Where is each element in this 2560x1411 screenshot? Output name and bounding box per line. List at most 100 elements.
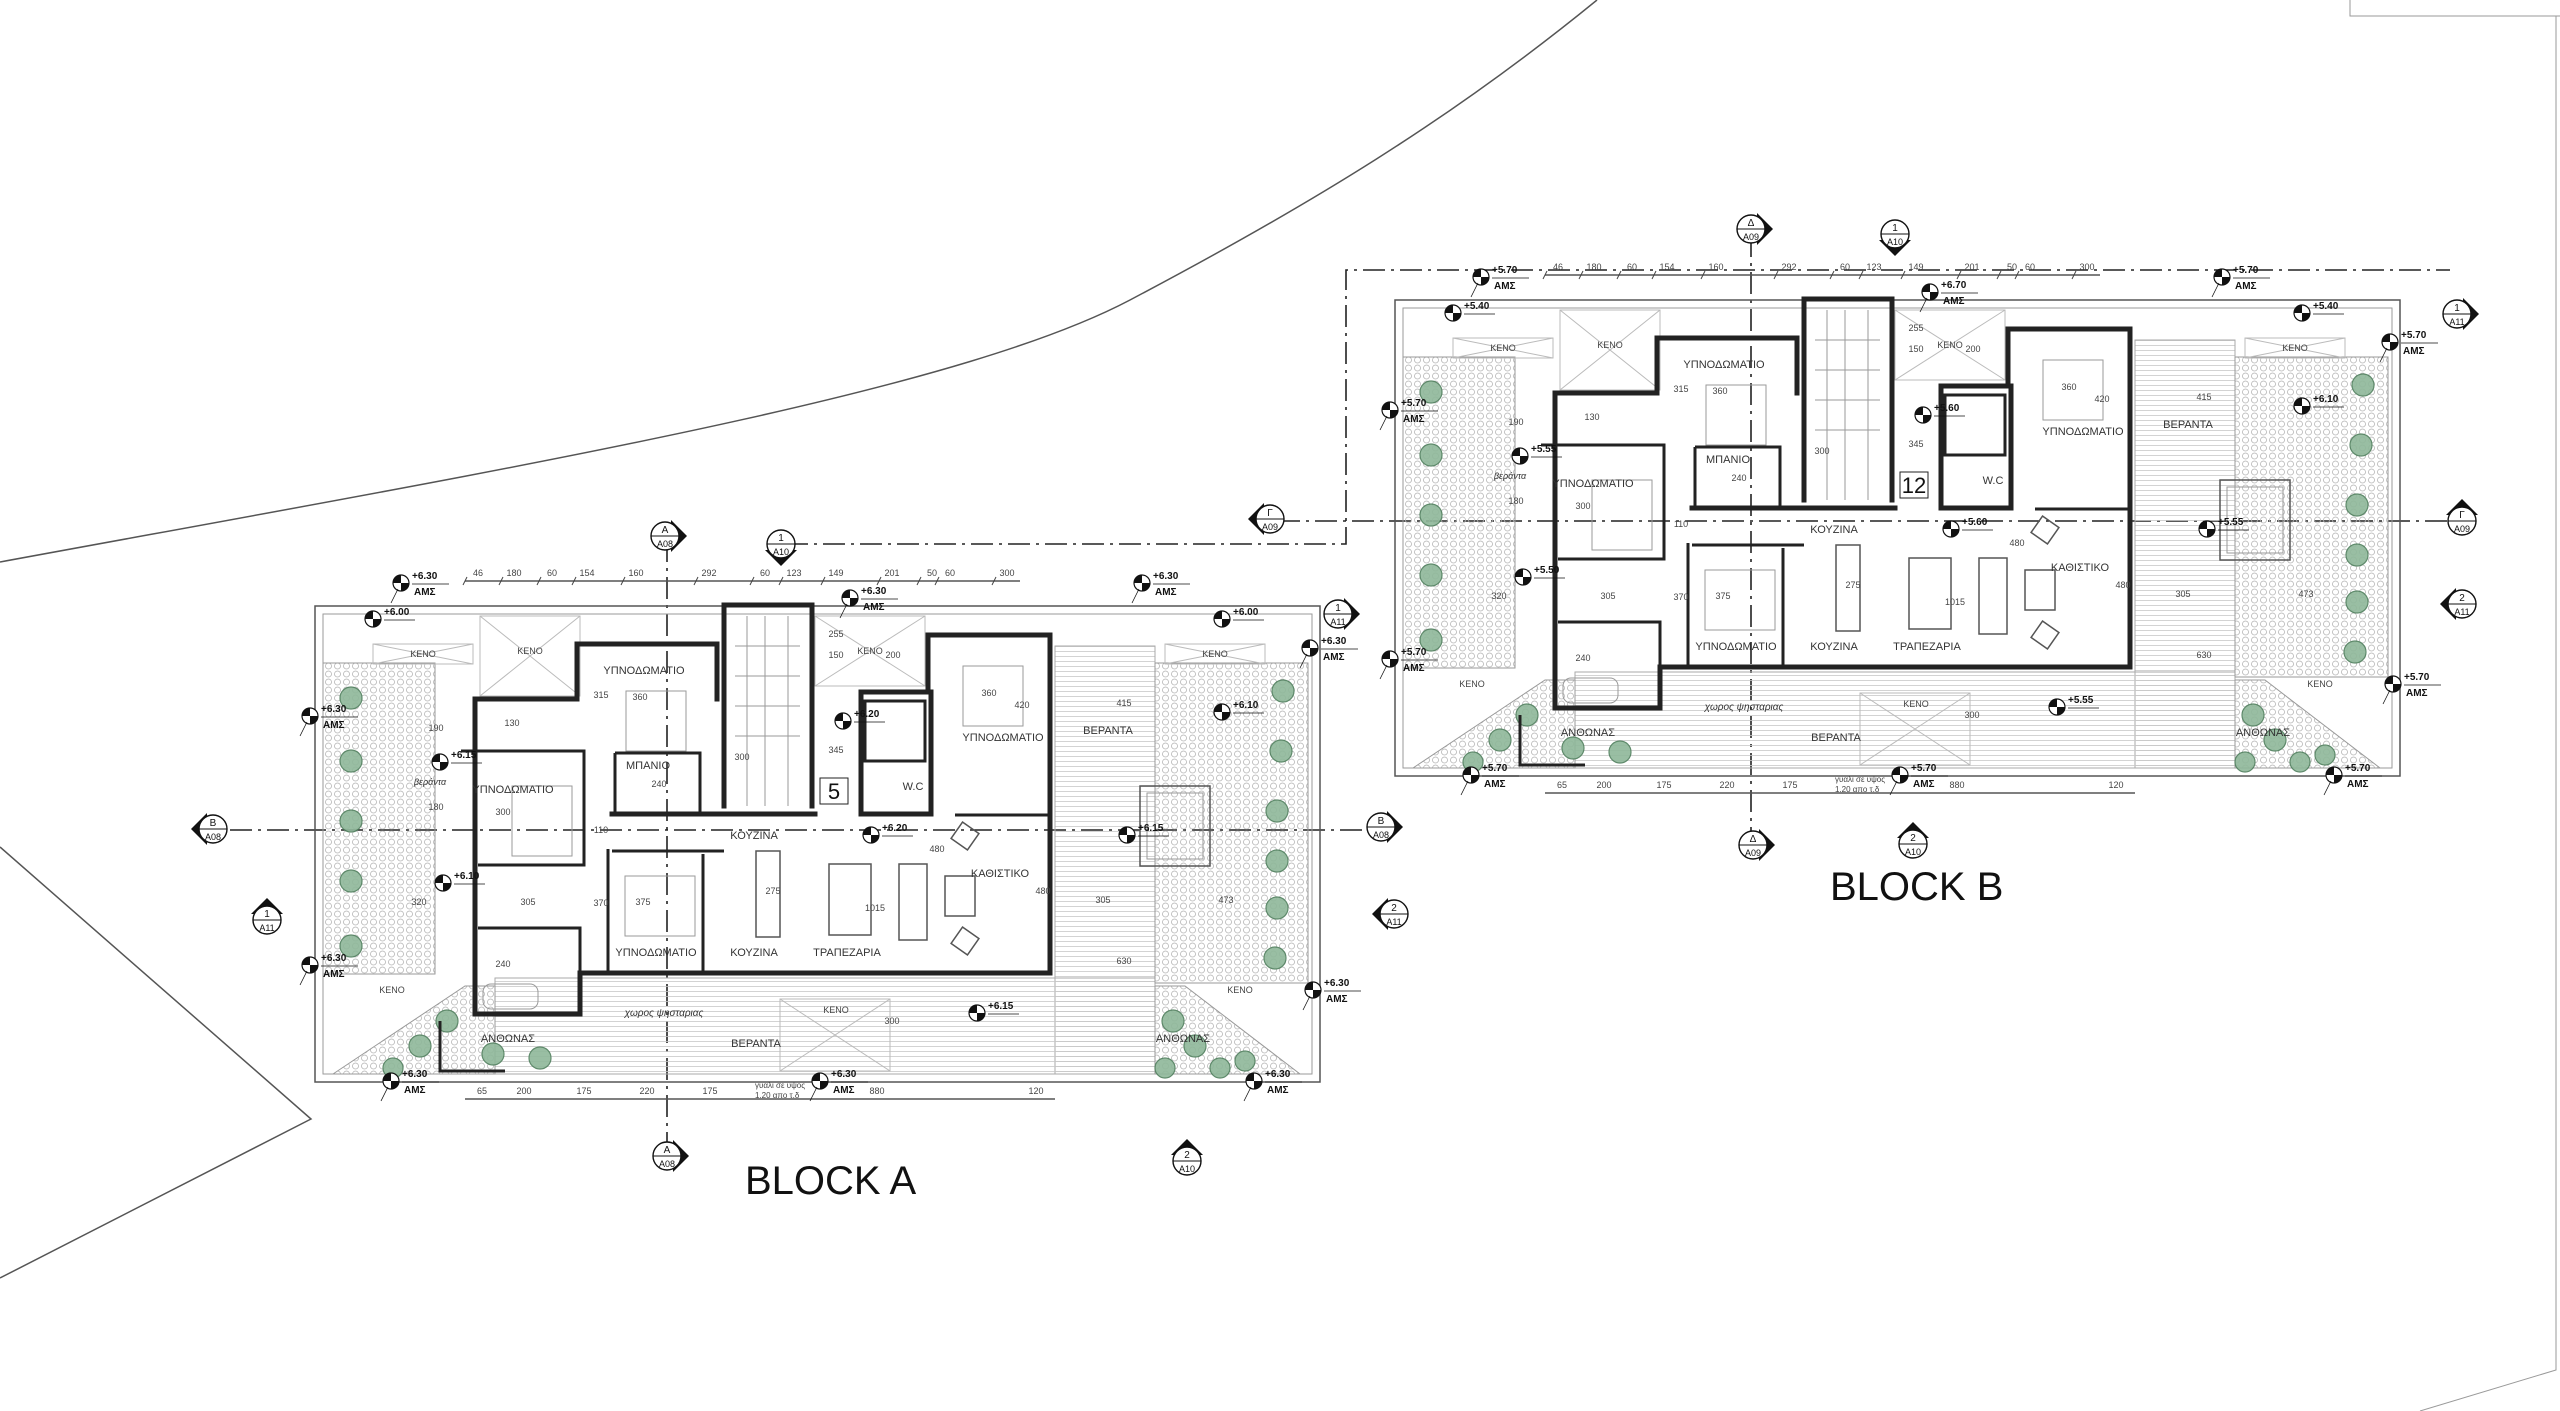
dimension-tick [778, 576, 784, 586]
section-sheet: A10 [1887, 237, 1903, 247]
stair-landing [1139, 785, 1211, 867]
section-id: 2 [1910, 833, 1916, 844]
dimension-label: 123 [786, 568, 801, 578]
level-reference: ΑΜΣ [404, 1085, 426, 1096]
tree-icon [2289, 751, 2311, 773]
void-label: ΚΕΝΟ [1227, 985, 1253, 995]
room-label-veranda: ΒΕΡΑΝΤΑ [2163, 419, 2213, 431]
room-label-living: ΚΑΘΙΣΤΙΚΟ [971, 868, 1030, 880]
dimension-tick [991, 576, 997, 586]
dimension-tick [1956, 270, 1962, 280]
room-dimension-label: 190 [1508, 417, 1523, 427]
armchair [2030, 620, 2060, 650]
room-dimension-label: 240 [1575, 653, 1590, 663]
bed [1705, 384, 1767, 446]
dimension-label: 154 [579, 568, 594, 578]
unit-number: 5 [828, 779, 840, 804]
room-label-bedroom: ΥΠΝΟΔΩΜΑΤΙΟ [2042, 426, 2124, 438]
tree-icon [1419, 628, 1443, 652]
room-dimension-label: 1015 [1945, 597, 1965, 607]
section-id: 1 [778, 533, 784, 544]
sofa [1978, 557, 2008, 635]
level-value: +6.30 [321, 953, 347, 964]
section-id: Γ [1267, 508, 1273, 519]
room-label-bbq-area: χωρος ψησταριας [1704, 702, 1784, 713]
room-dimension-label: 110 [1674, 519, 1688, 529]
site-boundary-line [0, 846, 313, 1279]
glass-note: γυαλι σε υψος [755, 1081, 805, 1090]
tree-icon [1265, 896, 1289, 920]
room-label-bedroom: ΥΠΝΟΔΩΜΑΤΙΟ [472, 784, 554, 796]
dimension-label: 50 [927, 568, 937, 578]
bed [1591, 479, 1653, 551]
room-dimension-label: 315 [593, 690, 608, 700]
dimension-tick [693, 576, 699, 586]
dimension-label: 292 [1781, 262, 1796, 272]
level-reference: ΑΜΣ [1913, 779, 1935, 790]
walls [1541, 296, 2133, 711]
room-dimension-label: 480 [2115, 580, 2130, 590]
room-dimension-label: 275 [1845, 580, 1860, 590]
tree-icon [528, 1046, 552, 1070]
room-dimension-label: 360 [632, 692, 647, 702]
level-reference: ΑΜΣ [1155, 587, 1177, 598]
dimension-tick [1700, 270, 1706, 280]
room-label-garden: ΑΝΘΩΝΑΣ [2236, 727, 2290, 739]
section-id: 2 [1391, 903, 1397, 914]
room-label-veranda: ΒΕΡΑΝΤΑ [1083, 725, 1133, 737]
tree-icon [2314, 744, 2336, 766]
room-label-kitchen: ΚΟΥΖΙΝΑ [730, 947, 778, 959]
level-value: +5.70 [2233, 265, 2259, 276]
dimension-tick [1578, 270, 1584, 280]
room-label-wc: W.C [1983, 475, 2004, 487]
level-marker: +5.60 [1942, 517, 1993, 538]
room-dimension-label: 305 [1600, 591, 1615, 601]
level-reference: ΑΜΣ [2347, 779, 2369, 790]
void-label: ΚΕΝΟ [1597, 340, 1623, 350]
room-label-bedroom: ΥΠΝΟΔΩΜΑΤΙΟ [615, 947, 697, 959]
room-label-garden: ΑΝΘΩΝΑΣ [1156, 1033, 1210, 1045]
tree-icon [2234, 751, 2256, 773]
tree-icon [408, 1034, 432, 1058]
site-boundary-curve [0, 0, 1598, 563]
glass-note: 1.20 απο τ.δ [1835, 785, 1880, 794]
section-id: 2 [1184, 1150, 1190, 1161]
room-label-dining: ΤΡΑΠΕΖΑΡΙΑ [1893, 641, 1961, 653]
room-labels: ΥΠΝΟΔΩΜΑΤΙΟ ΥΠΝΟΔΩΜΑΤΙΟ ΜΠΑΝΙΟ ΥΠΝΟΔΩΜΑΤ… [1459, 340, 2333, 794]
room-label-kitchen: ΚΟΥΖΙΝΑ [1810, 641, 1858, 653]
dimension-label: 160 [1708, 262, 1723, 272]
armchair [2030, 515, 2060, 545]
room-label-garden: ΑΝΘΩΝΑΣ [481, 1033, 535, 1045]
glass-note: γυαλι σε υψος [1835, 775, 1885, 784]
section-id: Δ [1748, 218, 1755, 229]
dimension-tick [749, 576, 755, 586]
level-markers: +5.70ΑΜΣ+6.70ΑΜΣ+5.70ΑΜΣ+5.40+5.40+5.70Α… [1379, 265, 2441, 796]
bed [1704, 569, 1776, 631]
level-reference: ΑΜΣ [1484, 779, 1506, 790]
room-label-kitchen: ΚΟΥΖΙΝΑ [1810, 524, 1858, 536]
room-dimension-label: 305 [520, 897, 535, 907]
